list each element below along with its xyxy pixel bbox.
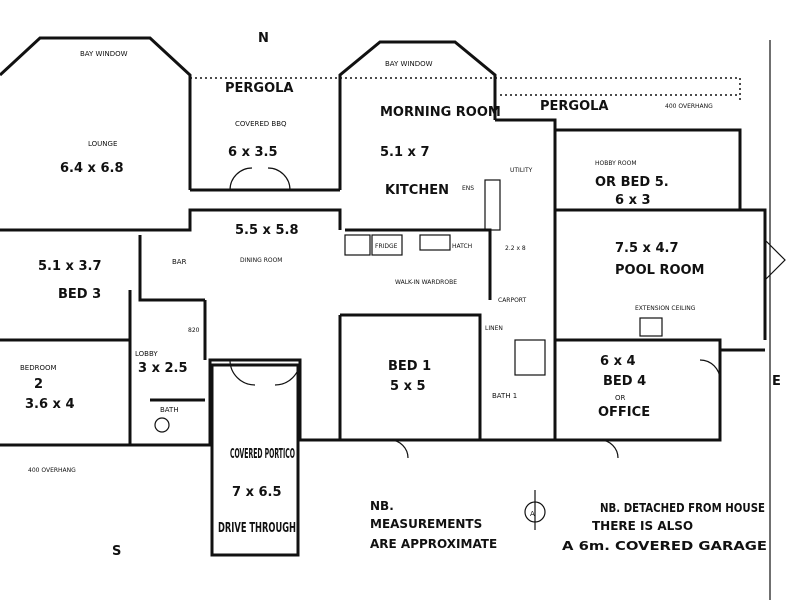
bench-fixture <box>484 179 501 231</box>
door-arc-portico-2 <box>274 359 301 386</box>
compass-east-label: E <box>772 374 781 389</box>
extension-ceiling-label: EXTENSION CEILING <box>635 305 696 312</box>
carport-label: CARPORT <box>498 297 527 304</box>
south-wall <box>0 358 555 447</box>
bed1-dim: 5 x 5 <box>390 379 426 394</box>
utility-label: UTILITY <box>510 167 533 174</box>
covered-bbq-dim: 6 x 3.5 <box>228 145 278 160</box>
fridge-fixture <box>371 234 403 256</box>
kitchen-north-wall <box>495 118 557 210</box>
bed1-label: BED 1 <box>388 359 431 374</box>
dining-dim: 5.5 x 5.8 <box>235 223 299 238</box>
door-arc-bed4 <box>599 439 619 459</box>
nb2-line3: A 6m. COVERED GARAGE <box>562 539 767 553</box>
bed3-dim: 5.1 x 3.7 <box>38 259 102 274</box>
hobby-room-dim: 6 x 3 <box>615 193 651 208</box>
dining-room-label: DINING ROOM <box>240 257 282 264</box>
nb1-line1: NB. <box>370 499 394 513</box>
bath1-label: BATH 1 <box>492 392 517 400</box>
linen-label: LINEN <box>485 325 503 332</box>
morning-room-label: MORNING ROOM <box>380 105 501 120</box>
door-arc-east <box>699 359 721 381</box>
nb2-line1: NB. DETACHED FROM HOUSE <box>600 501 765 515</box>
pool-room-label: POOL ROOM <box>615 263 705 278</box>
morning-room-bay-wall <box>338 40 497 190</box>
compass-south-label: S <box>112 544 121 559</box>
door-arc-bed1 <box>389 439 409 459</box>
overhang-top-label: 400 OVERHANG <box>665 103 713 110</box>
door-arc-bbq-2 <box>267 167 291 191</box>
pool-room-dim: 7.5 x 4.7 <box>615 241 679 256</box>
bed4-wall <box>555 338 722 442</box>
door-arc-bbq <box>229 167 253 191</box>
bay-window-right-label: BAY WINDOW <box>385 60 433 68</box>
lounge-label: LOUNGE <box>88 140 117 148</box>
dim-2-2-label: 2.2 x 8 <box>505 245 526 252</box>
bath-label: BATH <box>160 406 179 414</box>
bar-wall <box>138 235 205 302</box>
compass-a-label: A <box>530 510 535 518</box>
dining-north-wall <box>0 208 342 232</box>
hobby-wall <box>555 128 742 210</box>
fridge-label: FRIDGE <box>375 243 398 250</box>
hobby-room-alt-label: OR BED 5. <box>595 175 669 190</box>
bedroom2-dim: 3.6 x 4 <box>25 397 75 412</box>
toilet-fixture <box>154 417 170 433</box>
val-820-label: 820 <box>188 327 200 334</box>
morning-room-dim: 5.1 x 7 <box>380 145 430 160</box>
portico-dim: 7 x 6.5 <box>232 485 282 500</box>
bedroom2-label: BEDROOM <box>20 364 57 372</box>
nb1-line3: ARE APPROXIMATE <box>370 537 497 551</box>
door-pool-room <box>764 239 786 281</box>
nb2-line2: THERE IS ALSO <box>592 519 693 533</box>
lobby-label: LOBBY <box>135 350 158 358</box>
sink-fixture <box>419 234 451 251</box>
overhang-bottom-label: 400 OVERHANG <box>28 467 76 474</box>
hatch-label: HATCH <box>452 243 472 250</box>
bed4-label: BED 4 <box>603 374 646 389</box>
bedroom2-num: 2 <box>34 377 43 392</box>
lobby-dim: 3 x 2.5 <box>138 361 188 376</box>
kitchen-south-wall <box>345 228 492 300</box>
fireplace-fixture <box>639 317 663 337</box>
bed4-dim: 6 x 4 <box>600 354 636 369</box>
bed4-or-label: OR <box>615 394 626 402</box>
walk-in-label: WALK-IN WARDROBE <box>395 279 457 286</box>
drive-through-label: DRIVE THROUGH <box>218 521 296 536</box>
bed3-label: BED 3 <box>58 287 101 302</box>
kitchen-label: KITCHEN <box>385 183 449 198</box>
hobby-room-label: HOBBY ROOM <box>595 160 637 167</box>
nb1-line2: MEASUREMENTS <box>370 517 482 531</box>
portico-outline <box>210 363 300 557</box>
stove-fixture <box>344 234 371 256</box>
bar-label: BAR <box>172 258 187 266</box>
pergola-top-label: PERGOLA <box>225 81 294 96</box>
covered-bbq-label: COVERED BBQ <box>235 120 287 128</box>
ens-label: ENS <box>462 185 474 192</box>
lounge-dim: 6.4 x 6.8 <box>60 161 124 176</box>
shower-fixture <box>514 339 546 376</box>
lounge-bay-wall <box>0 36 192 190</box>
portico-label: COVERED PORTICO <box>230 447 295 462</box>
compass-north-label: N <box>258 31 269 46</box>
pool-room-north-wall <box>555 208 767 340</box>
bed1-north-wall <box>340 313 482 440</box>
bed4-office-label: OFFICE <box>598 405 650 420</box>
bay-window-left-label: BAY WINDOW <box>80 50 128 58</box>
pergola-right-label: PERGOLA <box>540 99 609 114</box>
pergola-outline-top <box>190 77 741 100</box>
